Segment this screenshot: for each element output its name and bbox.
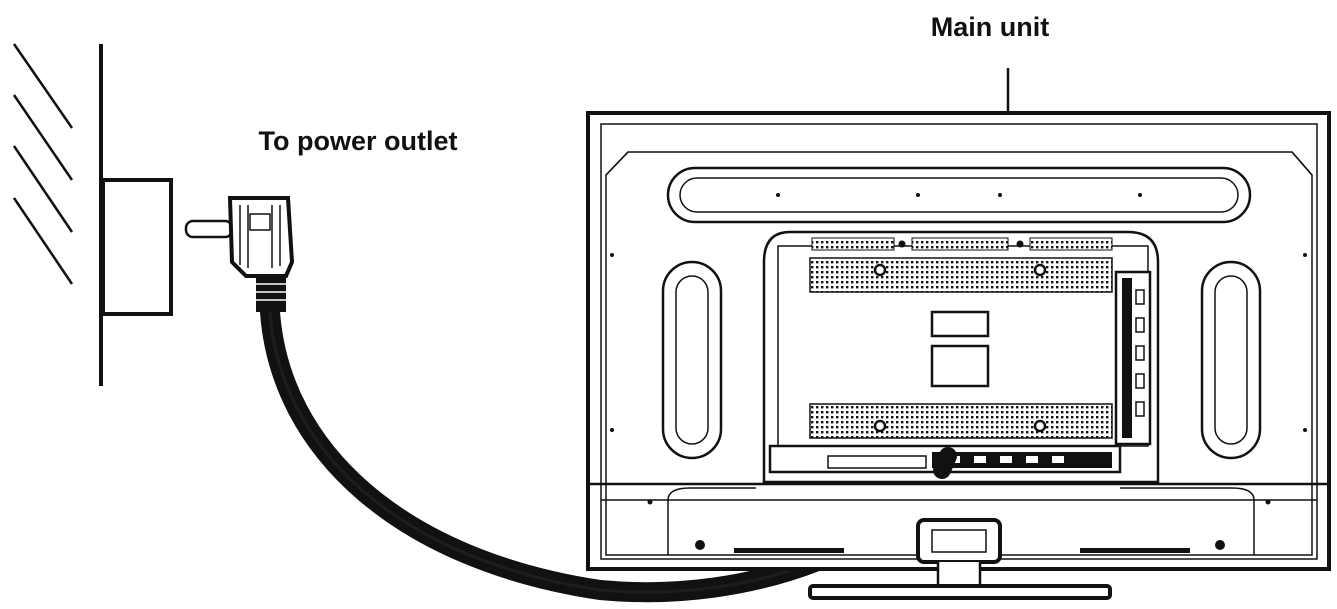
wall-socket (101, 178, 173, 316)
rear-cover (762, 230, 1160, 484)
stand-mount (916, 518, 1002, 564)
upper-vent (809, 257, 1113, 293)
tv-main-unit (586, 111, 1331, 571)
side-connector-panel (1114, 270, 1152, 446)
right-handle-slot (1200, 260, 1262, 460)
power-outlet-label: To power outlet (259, 126, 458, 156)
tv-stand (808, 562, 1112, 600)
main-unit-label: Main unit (931, 12, 1049, 42)
top-handle-slot (666, 166, 1252, 224)
lower-vent (809, 403, 1113, 439)
power-plug (184, 196, 295, 312)
wall (12, 43, 103, 386)
left-handle-slot (661, 260, 723, 460)
